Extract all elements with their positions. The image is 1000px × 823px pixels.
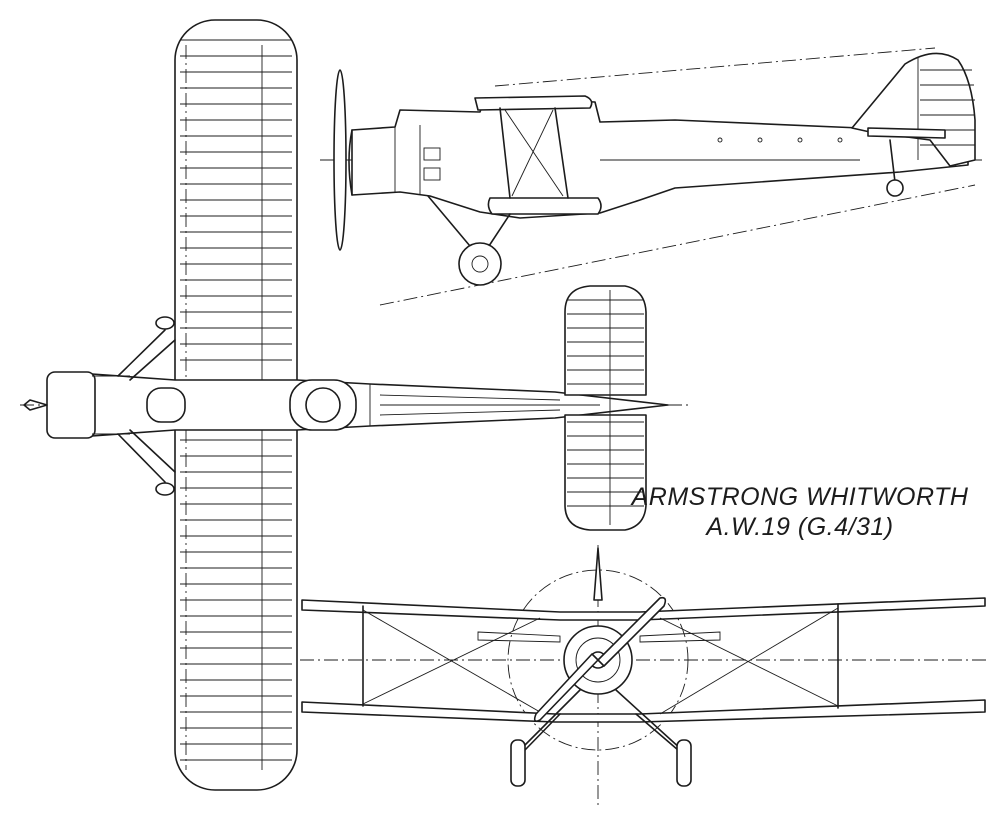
front-left-wheel [510, 739, 526, 787]
front-right-wheel [676, 739, 692, 787]
side-wheel [458, 242, 502, 286]
plan-engine [46, 371, 96, 439]
front-view [300, 545, 990, 805]
aircraft-manufacturer: ARMSTRONG WHITWORTH [631, 483, 969, 511]
front-propeller [533, 596, 667, 722]
aircraft-designation: A.W.19 (G.4/31) [706, 513, 894, 541]
side-view [320, 47, 985, 306]
front-lower-wing [301, 699, 986, 723]
plan-tailplane-upper [564, 285, 647, 396]
plan-view [20, 19, 690, 791]
plan-tailplane-lower [564, 414, 647, 531]
front-upper-wing [301, 597, 986, 621]
side-propeller [333, 69, 347, 251]
aircraft-title: ARMSTRONG WHITWORTH A.W.19 (G.4/31) [600, 482, 1000, 542]
